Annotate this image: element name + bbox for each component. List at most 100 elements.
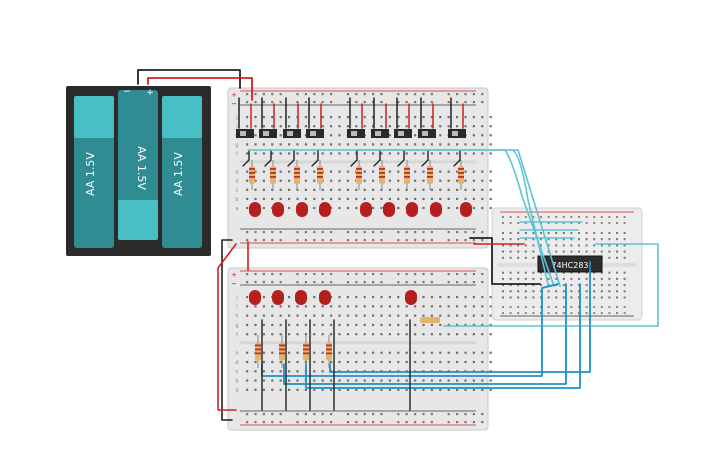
hole[interactable]: [472, 188, 475, 191]
hole[interactable]: [472, 296, 475, 299]
wires-layer[interactable]: [137, 69, 659, 421]
hole[interactable]: [313, 179, 316, 182]
rail-hole[interactable]: [355, 281, 358, 284]
switch-knob[interactable]: [375, 131, 381, 136]
hole[interactable]: [562, 250, 565, 253]
hole[interactable]: [532, 271, 535, 274]
hole[interactable]: [355, 116, 358, 119]
hole[interactable]: [502, 296, 504, 299]
rail-hole[interactable]: [430, 101, 433, 104]
hole[interactable]: [346, 323, 349, 327]
hole[interactable]: [271, 323, 274, 327]
wire-blue-4[interactable]: [329, 261, 591, 373]
hole[interactable]: [262, 206, 265, 210]
hole[interactable]: [464, 188, 467, 191]
hole[interactable]: [363, 170, 366, 173]
hole[interactable]: [397, 179, 400, 182]
rail-hole[interactable]: [509, 222, 512, 224]
hole[interactable]: [271, 370, 274, 373]
hole[interactable]: [464, 379, 467, 382]
hole[interactable]: [397, 125, 400, 128]
rail-hole[interactable]: [330, 101, 333, 104]
hole[interactable]: [502, 238, 504, 241]
hole[interactable]: [313, 379, 316, 382]
hole[interactable]: [296, 379, 299, 382]
hole[interactable]: [313, 197, 316, 201]
hole[interactable]: [562, 271, 565, 274]
hole[interactable]: [593, 271, 596, 274]
rail-hole[interactable]: [397, 421, 400, 424]
hole[interactable]: [304, 323, 307, 327]
hole[interactable]: [509, 277, 512, 280]
rail-hole[interactable]: [570, 222, 573, 224]
rail-hole[interactable]: [330, 281, 333, 284]
rail-hole[interactable]: [279, 273, 282, 276]
rail-hole[interactable]: [593, 222, 596, 224]
hole[interactable]: [593, 232, 596, 234]
hole[interactable]: [585, 271, 588, 274]
hole[interactable]: [422, 314, 425, 317]
wire-red-left[interactable]: [217, 243, 237, 411]
hole[interactable]: [547, 238, 550, 241]
hole[interactable]: [414, 351, 417, 354]
resistor[interactable]: [326, 342, 332, 361]
hole[interactable]: [372, 388, 375, 391]
hole[interactable]: [397, 314, 400, 317]
rail-hole[interactable]: [464, 93, 467, 96]
hole[interactable]: [489, 379, 492, 382]
hole[interactable]: [456, 188, 459, 191]
hole[interactable]: [489, 152, 492, 155]
rail-hole[interactable]: [472, 421, 475, 424]
hole[interactable]: [524, 238, 527, 241]
rail-hole[interactable]: [313, 281, 316, 284]
hole[interactable]: [338, 333, 341, 336]
wire-lightblue-7[interactable]: [443, 243, 659, 327]
rail-hole[interactable]: [422, 239, 425, 242]
hole[interactable]: [313, 323, 316, 327]
hole[interactable]: [279, 333, 282, 336]
rail-hole[interactable]: [330, 413, 333, 416]
hole[interactable]: [271, 305, 274, 308]
hole[interactable]: [447, 305, 450, 308]
rail-hole[interactable]: [397, 413, 400, 416]
hole[interactable]: [570, 290, 573, 293]
hole[interactable]: [254, 333, 257, 336]
hole[interactable]: [363, 323, 366, 327]
rail-hole[interactable]: [414, 273, 417, 276]
hole[interactable]: [288, 314, 291, 317]
hole[interactable]: [532, 238, 535, 241]
hole[interactable]: [509, 244, 512, 247]
rail-hole[interactable]: [481, 231, 484, 234]
rail-hole[interactable]: [422, 93, 425, 96]
hole[interactable]: [517, 290, 520, 293]
rail-hole[interactable]: [397, 281, 400, 284]
hole[interactable]: [585, 277, 588, 280]
hole[interactable]: [547, 232, 550, 234]
resistor[interactable]: [270, 166, 276, 184]
hole[interactable]: [346, 305, 349, 308]
hole[interactable]: [509, 284, 512, 287]
hole[interactable]: [524, 232, 527, 234]
rail-hole[interactable]: [262, 421, 265, 424]
rail-hole[interactable]: [271, 101, 274, 104]
hole[interactable]: [321, 360, 324, 364]
hole[interactable]: [616, 290, 618, 293]
hole[interactable]: [472, 152, 475, 155]
hole[interactable]: [414, 152, 417, 155]
rail-hole[interactable]: [623, 312, 626, 314]
hole[interactable]: [532, 277, 535, 280]
hole[interactable]: [464, 388, 467, 391]
rail-hole[interactable]: [585, 216, 588, 218]
hole[interactable]: [430, 323, 433, 327]
rail-hole[interactable]: [380, 413, 383, 416]
hole[interactable]: [271, 188, 274, 191]
rail-hole[interactable]: [262, 101, 265, 104]
rail-hole[interactable]: [372, 101, 375, 104]
hole[interactable]: [422, 125, 425, 128]
rail-hole[interactable]: [414, 281, 417, 284]
hole[interactable]: [422, 296, 425, 299]
hole[interactable]: [346, 179, 349, 182]
rail-hole[interactable]: [608, 312, 611, 314]
hole[interactable]: [372, 197, 375, 201]
rail-hole[interactable]: [532, 306, 535, 308]
